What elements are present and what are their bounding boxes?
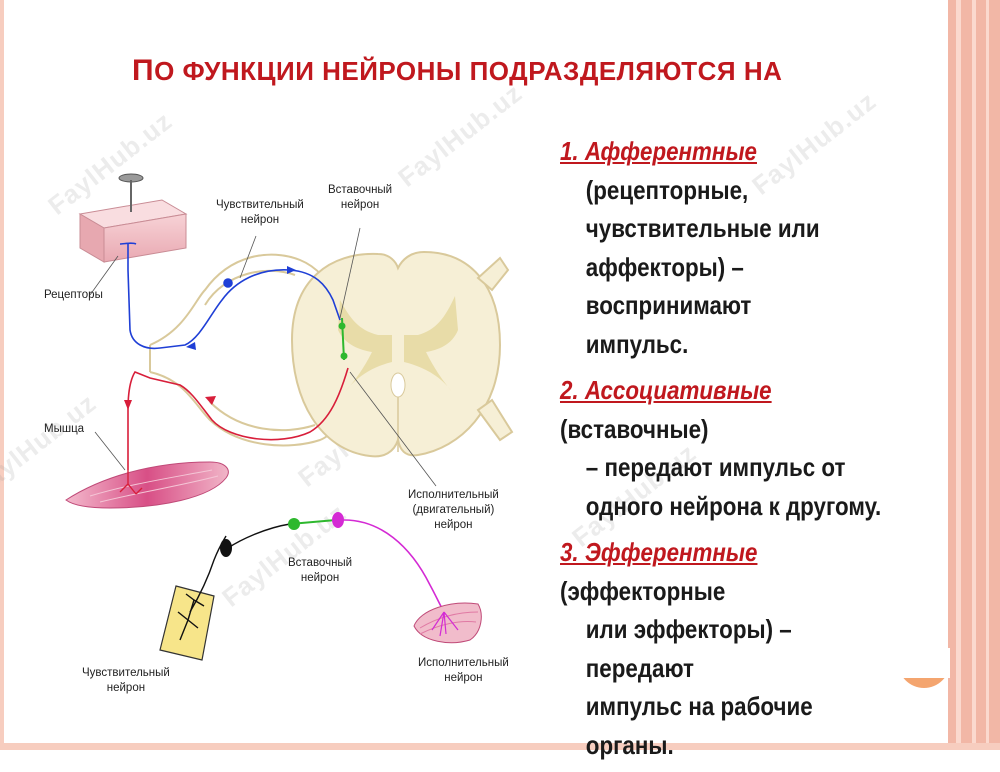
slide-title: ПО ФУНКЦИИ НЕЙРОНЫ ПОДРАЗДЕЛЯЮТСЯ НА	[132, 54, 782, 88]
frame-right-border	[948, 0, 1000, 750]
title-rest: О ФУНКЦИИ НЕЙРОНЫ ПОДРАЗДЕЛЯЮТСЯ НА	[154, 56, 783, 86]
muscle-schematic	[413, 602, 482, 644]
pin-icon	[118, 173, 144, 212]
arrow-icon	[287, 266, 296, 274]
list-item-efferent: 3. Эфферентные (эффекторные или эффектор…	[560, 537, 813, 760]
label-muscle: Мышца	[44, 423, 85, 435]
arrow-icon	[205, 396, 216, 405]
right-nerve-roots	[476, 256, 514, 442]
label-sensory-neuron: Чувствительный нейрон	[216, 199, 304, 226]
frame-left-border	[0, 0, 4, 750]
arrow-icon	[186, 342, 196, 350]
list-item-head: 1. Афферентные	[560, 136, 757, 166]
reflex-arc-diagram	[65, 173, 514, 661]
list-item-head: 3. Эфферентные	[560, 537, 758, 567]
spinal-cord-section	[290, 250, 502, 458]
label-executive-neuron-bottom: Исполнительный нейрон	[418, 657, 509, 684]
label-intercalary-neuron: Вставочный нейрон	[328, 184, 393, 211]
motor-path	[127, 367, 349, 470]
list-item-associative: 2. Ассоциативные (вставочные) – передают…	[560, 375, 882, 521]
title-initial: П	[132, 54, 155, 87]
label-receptors: Рецепторы	[44, 289, 103, 301]
list-item-head: 2. Ассоциативные	[560, 375, 772, 405]
intercalary-neuron	[338, 317, 348, 361]
skin-block	[78, 199, 188, 263]
label-sensory-neuron-bottom: Чувствительный нейрон	[82, 667, 170, 694]
arrow-icon	[124, 400, 132, 410]
frame-bottom-border	[0, 743, 1000, 750]
label-motor-neuron: Исполнительный (двигательный) нейрон	[408, 489, 499, 531]
list-item-afferent: 1. Афферентные (рецепторные, чувствитель…	[560, 136, 820, 359]
leader-lines	[89, 227, 437, 487]
label-intercalary-neuron-bottom: Вставочный нейрон	[288, 557, 353, 584]
sensory-path	[119, 242, 341, 350]
neuron-types-list: 1. Афферентные (рецепторные, чувствитель…	[560, 132, 904, 772]
muscle	[65, 461, 229, 509]
schematic-reflex-arc	[159, 512, 482, 661]
